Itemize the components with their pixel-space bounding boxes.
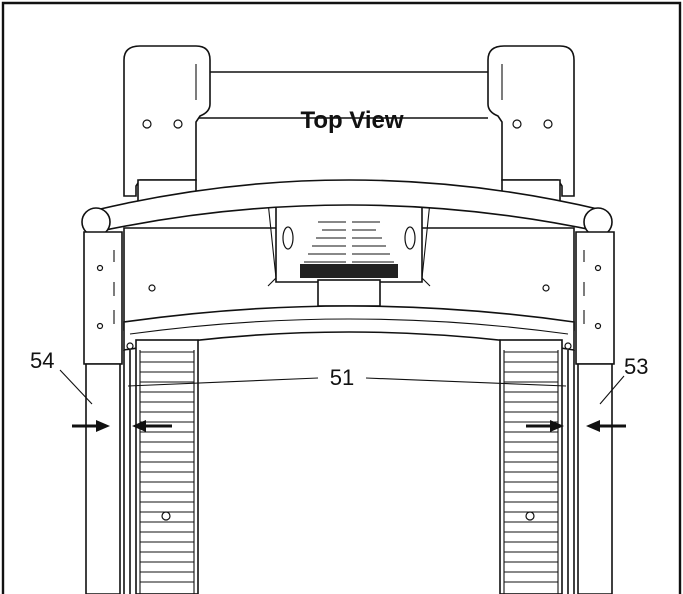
- screw-icon: [148, 284, 156, 292]
- left-upright-bracket: [123, 45, 211, 197]
- arrow-left-icon: [132, 420, 172, 432]
- callout-54: 54: [30, 348, 54, 373]
- left-inner-frame: [123, 350, 131, 594]
- right-inner-frame: [567, 350, 575, 594]
- top-crossbar: [198, 71, 488, 119]
- left-side-rail: [83, 231, 123, 594]
- screw-icon: [542, 284, 550, 292]
- callout-51: 51: [330, 365, 354, 390]
- console-housing: [123, 201, 575, 331]
- right-upright-bracket: [487, 45, 575, 197]
- hole-icon: [173, 119, 183, 129]
- view-title: Top View: [300, 107, 403, 134]
- right-speaker-icon: [404, 226, 416, 250]
- callout-53: 53: [624, 354, 648, 379]
- arrow-right-icon: [526, 420, 564, 432]
- left-speaker-icon: [282, 226, 294, 250]
- left-tread-belt: [135, 339, 199, 594]
- right-tread-belt: [499, 339, 563, 594]
- arrow-right-icon: [72, 420, 110, 432]
- hole-icon: [142, 119, 152, 129]
- fan-grille-icon: [300, 221, 398, 307]
- arrow-left-icon: [586, 420, 626, 432]
- hole-icon: [512, 119, 522, 129]
- leader-lines: [59, 369, 625, 405]
- hole-icon: [543, 119, 553, 129]
- right-side-rail: [575, 231, 615, 594]
